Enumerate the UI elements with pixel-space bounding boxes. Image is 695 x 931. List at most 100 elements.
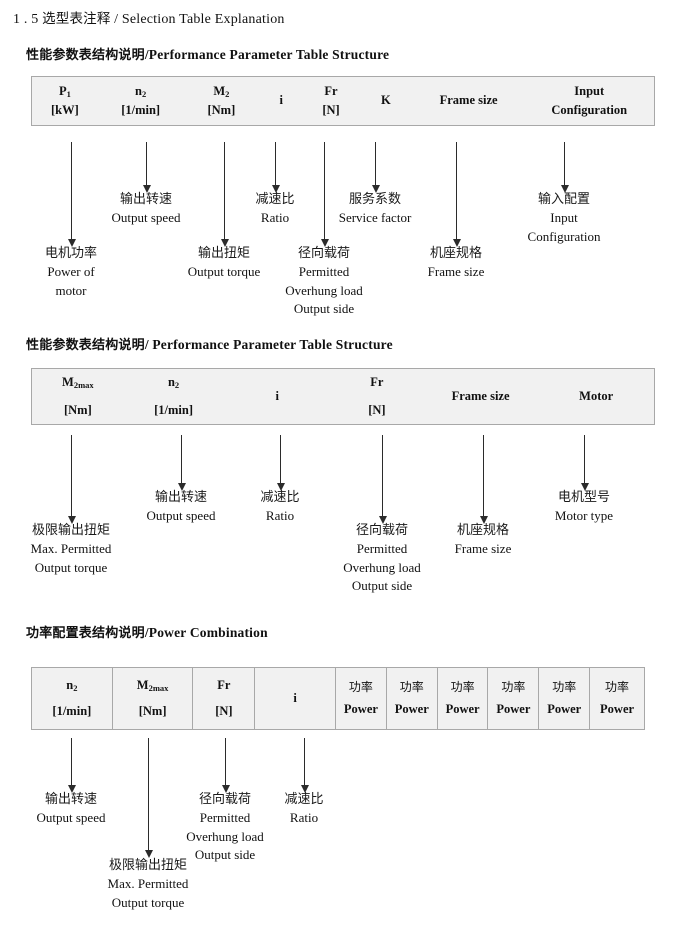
- section-title-cn: 选型表注释: [42, 11, 111, 27]
- annotation-permitted-overhung-load-2-en-2: Overhung load: [343, 559, 421, 575]
- section-number: 1 . 5: [13, 12, 39, 27]
- table-3-col-power-2-cn: 功率: [399, 679, 424, 694]
- table-2-col-m2max-unit: [Nm]: [63, 402, 92, 417]
- annotation-max-permitted-output-torque-en-2: Output torque: [34, 559, 108, 575]
- annotation-ratio: 减速比 Ratio: [255, 191, 294, 228]
- annotation-max-permitted-output-torque-3-cn: 极限输出扭矩: [108, 858, 188, 873]
- arrow-to-permitted-overhung-load: [320, 142, 329, 247]
- section-3-heading-cn: 功率配置表结构说明: [26, 626, 145, 641]
- annotation-input-configuration: 输入配置 Input Configuration: [528, 191, 601, 246]
- table-1-col-fr-unit: [N]: [322, 103, 340, 117]
- table-2-col-frame-size: Frame size: [423, 369, 539, 424]
- table-3-col-i-symbol: i: [293, 690, 297, 705]
- table-2-col-fr-unit: [N]: [368, 402, 386, 417]
- annotation-ratio-en-1: Ratio: [260, 210, 290, 226]
- table-1-col-m2: M2 [Nm]: [184, 77, 260, 125]
- table-3-col-power-6-en: Power: [600, 702, 635, 717]
- table-3-col-power-2: 功率 Power: [387, 668, 438, 729]
- table-2-col-frame-size-symbol: Frame size: [451, 388, 510, 403]
- table-2-col-i: i: [223, 369, 331, 424]
- arrow-to-service-factor: [371, 142, 380, 193]
- table-1-col-p1-sub: 1: [66, 88, 71, 99]
- annotation-input-configuration-cn: 输入配置: [537, 192, 590, 207]
- annotation-service-factor: 服务系数 Service factor: [339, 191, 412, 228]
- annotation-max-permitted-output-torque-cn: 极限输出扭矩: [31, 523, 111, 538]
- section-1-heading-sep: /: [144, 47, 149, 62]
- annotation-power-of-motor: 电机功率 Power of motor: [45, 245, 97, 300]
- annotation-frame-size: 机座规格 Frame size: [428, 245, 485, 282]
- annotation-motor-type-cn: 电机型号: [557, 490, 611, 505]
- annotation-max-permitted-output-torque-3: 极限输出扭矩 Max. Permitted Output torque: [108, 857, 189, 912]
- arrow-to-ratio-2: [276, 435, 285, 491]
- arrow-to-output-speed: [142, 142, 151, 193]
- arrow-to-ratio: [271, 142, 280, 193]
- arrow-to-frame-size-2: [479, 435, 488, 524]
- annotation-power-of-motor-cn: 电机功率: [44, 246, 98, 261]
- annotation-output-speed-en-1: Output speed: [111, 210, 181, 226]
- annotation-max-permitted-output-torque-3-en-1: Max. Permitted: [107, 876, 189, 892]
- table-3-col-power-4-en: Power: [496, 702, 531, 717]
- table-1-col-i-symbol: i: [279, 93, 283, 108]
- annotation-ratio-2-en-1: Ratio: [265, 508, 295, 524]
- table-1-col-p1-unit: [kW]: [51, 103, 79, 117]
- annotation-frame-size-2-en-1: Frame size: [454, 541, 512, 557]
- table-1-col-frame-size-symbol: Frame size: [439, 93, 498, 108]
- annotation-power-of-motor-en-2: motor: [55, 282, 87, 298]
- annotation-max-permitted-output-torque-3-en-2: Output torque: [111, 894, 185, 910]
- annotation-output-torque-en-1: Output torque: [187, 264, 261, 280]
- arrow-to-frame-size: [452, 142, 461, 247]
- annotation-input-configuration-en-1: Input: [550, 210, 578, 226]
- table-3-col-power-3-en: Power: [445, 702, 480, 717]
- table-2-col-n2: n2 [1/min]: [124, 369, 224, 424]
- table-1-col-p1: P1 [kW]: [32, 77, 98, 125]
- section-title-en: Selection Table Explanation: [121, 12, 285, 27]
- table-3-col-m2max: M2max [Nm]: [113, 668, 194, 729]
- section-2-heading-cn: 性能参数表结构说明: [26, 338, 145, 353]
- table-3-col-power-6-cn: 功率: [605, 679, 630, 694]
- power-combination-table: n2 [1/min] M2max [Nm] Fr [N] i 功率 Power …: [31, 667, 645, 730]
- section-2-heading-en: Performance Parameter Table Structure: [152, 337, 393, 352]
- annotation-permitted-overhung-load: 径向载荷 Permitted Overhung load Output side: [285, 245, 363, 319]
- arrow-to-power-of-motor: [67, 142, 76, 247]
- table-1-col-p1-symbol: P1: [58, 83, 71, 99]
- table-3-col-power-5-cn: 功率: [552, 679, 577, 694]
- arrow-to-motor-type: [580, 435, 589, 491]
- annotation-ratio-cn: 减速比: [255, 192, 295, 207]
- arrow-to-output-speed-3: [67, 738, 76, 793]
- annotation-frame-size-2-cn: 机座规格: [456, 523, 510, 538]
- table-3-col-fr-unit: [N]: [215, 704, 233, 718]
- annotation-output-speed-3: 输出转速 Output speed: [37, 791, 106, 828]
- table-3-col-fr: Fr [N]: [193, 668, 256, 729]
- annotation-ratio-3-cn: 减速比: [284, 792, 324, 807]
- section-1-heading-cn: 性能参数表结构说明: [26, 48, 145, 63]
- section-3-heading-sep: /: [144, 625, 149, 640]
- annotation-permitted-overhung-load-3-en-1: Permitted: [199, 810, 251, 826]
- annotation-permitted-overhung-load-3-en-2: Overhung load: [186, 828, 264, 844]
- table-1-col-frame-size: Frame size: [413, 77, 525, 125]
- annotation-output-speed-2-en-1: Output speed: [146, 508, 216, 524]
- annotation-output-torque-cn: 输出扭矩: [197, 246, 251, 261]
- annotation-service-factor-cn: 服务系数: [348, 192, 402, 207]
- table-2-col-m2max-sub: 2max: [73, 379, 94, 390]
- annotation-permitted-overhung-load-3-en-3: Output side: [194, 847, 256, 863]
- arrow-to-ratio-3: [300, 738, 309, 793]
- table-1-col-k-symbol: K: [380, 93, 391, 108]
- annotation-permitted-overhung-load-en-2: Overhung load: [285, 282, 363, 298]
- annotation-output-speed-3-en-1: Output speed: [36, 810, 106, 826]
- annotation-permitted-overhung-load-2: 径向载荷 Permitted Overhung load Output side: [343, 522, 421, 596]
- table-2-col-motor-symbol: Motor: [579, 388, 614, 403]
- section-3-heading-en: Power Combination: [148, 625, 268, 640]
- table-3-col-power-1: 功率 Power: [336, 668, 387, 729]
- annotation-frame-size-cn: 机座规格: [429, 246, 483, 261]
- annotation-permitted-overhung-load-2-en-1: Permitted: [356, 541, 408, 557]
- table-3-col-i: i: [255, 668, 336, 729]
- annotation-motor-type: 电机型号 Motor type: [555, 489, 613, 526]
- table-3-col-fr-symbol: Fr: [217, 677, 231, 692]
- annotation-max-permitted-output-torque-en-1: Max. Permitted: [30, 541, 112, 557]
- table-2-col-m2max: M2max [Nm]: [32, 369, 124, 424]
- page-title: 1 . 5 选型表注释 / Selection Table Explanatio…: [13, 7, 285, 28]
- arrow-to-input-configuration: [560, 142, 569, 193]
- annotation-input-configuration-en-2: Configuration: [527, 228, 601, 244]
- annotation-output-speed-2-cn: 输出转速: [154, 490, 207, 505]
- annotation-output-speed-cn: 输出转速: [119, 192, 172, 207]
